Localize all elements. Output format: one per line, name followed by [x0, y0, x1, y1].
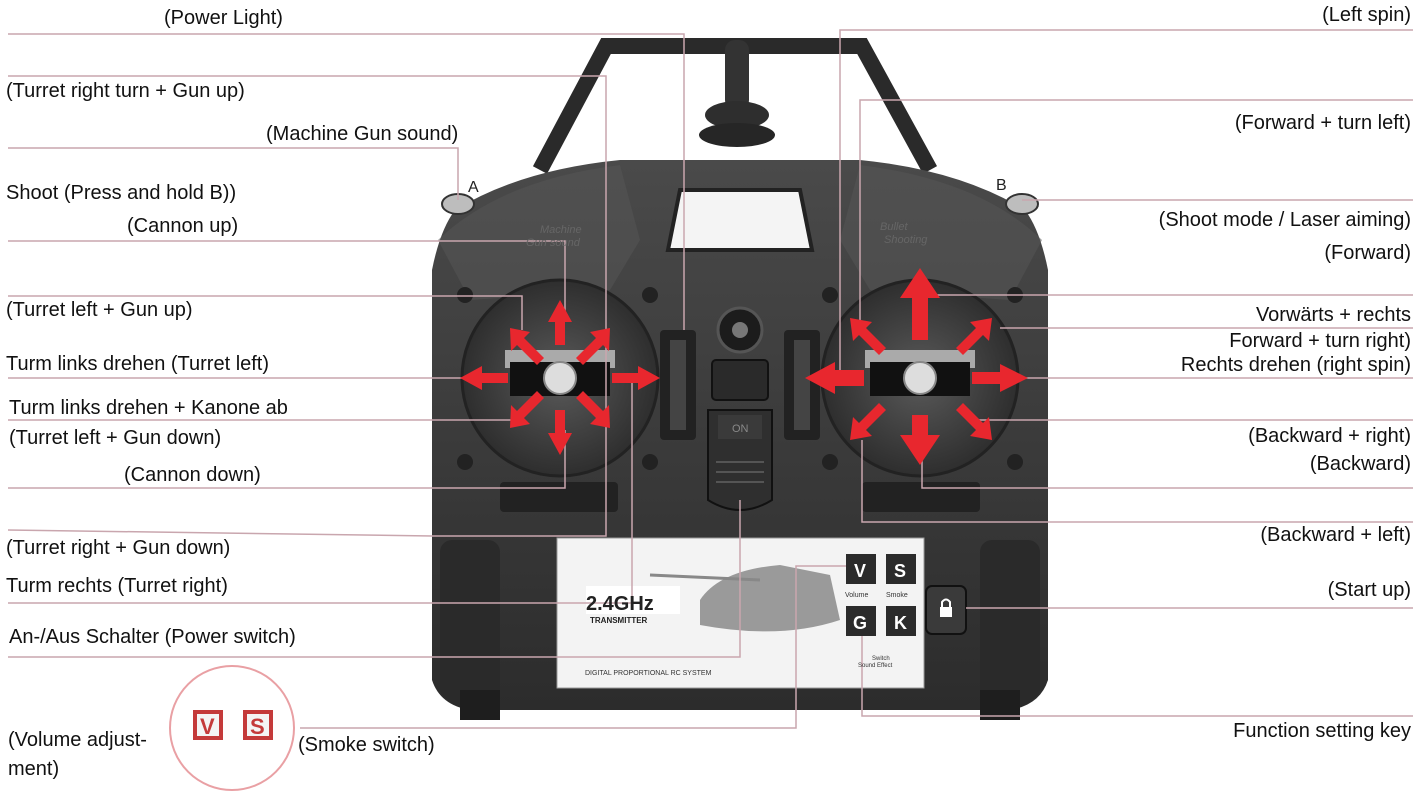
key-v[interactable] [846, 554, 876, 584]
arrow-left-up [548, 300, 572, 345]
label-shoot-mode: (Shoot mode / Laser aiming) [1158, 209, 1411, 231]
label-smoke-switch: (Smoke switch) [298, 734, 435, 756]
arrow-right-dr [956, 403, 992, 440]
arrow-right-down [900, 415, 940, 465]
label-turm-links-kanone: Turm links drehen + Kanone ab [9, 397, 288, 419]
smoke-caption: Smoke [886, 592, 908, 599]
label-volume-1: (Volume adjust- [8, 729, 147, 751]
inset-v-text: V [200, 714, 215, 739]
arrow-left-down [548, 410, 572, 455]
label-function-key: Function setting key [1233, 720, 1411, 742]
trim-right[interactable] [784, 330, 820, 440]
key-g[interactable] [846, 606, 876, 636]
label-vorwaerts-rechts: Vorwärts + rechts [1255, 304, 1411, 326]
power-switch[interactable] [707, 359, 773, 511]
bottom-trim-right[interactable] [862, 482, 980, 512]
machine-gun-text-1: Machine [540, 224, 582, 236]
left-direction-arrows [460, 300, 660, 455]
label-rechts-drehen: Rechts drehen (right spin) [1180, 354, 1411, 376]
bullet-text-2: Shooting [884, 234, 928, 246]
arrow-right-up [900, 268, 940, 340]
label-cannon-up: (Cannon up) [127, 215, 239, 237]
arrow-left-dr [576, 391, 610, 428]
label-backward-left: (Backward + left) [1260, 524, 1411, 546]
switch-caption-1: Switch [872, 656, 890, 662]
trim-left[interactable] [660, 330, 696, 440]
label-start-up: (Start up) [1327, 579, 1411, 601]
switch-caption-2: Sound Effect [858, 663, 893, 669]
right-direction-arrows [805, 268, 1028, 465]
label-turret-right-gun-up: (Turret right turn + Gun up) [6, 80, 245, 102]
leader-lines [7, 29, 1413, 729]
freq-text: 2.4GHz [586, 593, 654, 615]
arrow-left-ul [510, 328, 544, 365]
key-k-text: K [894, 613, 907, 633]
right-stick-dial[interactable] [820, 278, 1023, 478]
arrow-left-ur [576, 328, 610, 365]
label-turret-left-gun-down: (Turret left + Gun down) [9, 427, 222, 449]
label-a: A [468, 179, 479, 196]
bottom-trim-left[interactable] [500, 482, 618, 512]
start-up-key[interactable] [925, 585, 967, 635]
antenna [699, 40, 775, 147]
label-forward-turn-left: (Forward + turn left) [1234, 112, 1411, 134]
label-power-switch: An-/Aus Schalter (Power switch) [9, 626, 296, 648]
key-k[interactable] [886, 606, 916, 636]
vs-inset [169, 665, 295, 791]
label-forward-turn-right: Forward + turn right) [1229, 330, 1411, 352]
machine-gun-text-2: Gun sound [526, 237, 581, 249]
arrow-right-left [805, 362, 864, 394]
label-turret-right-gun-down: (Turret right + Gun down) [6, 537, 231, 559]
label-turret-left-gun-up: (Turret left + Gun up) [6, 299, 193, 321]
label-turm-links: Turm links drehen (Turret left) [6, 353, 270, 375]
on-label: ON [732, 423, 749, 435]
shoulder-button-b[interactable] [1005, 193, 1039, 215]
label-power-light: (Power Light) [164, 7, 283, 29]
arrow-right-ul [850, 318, 886, 355]
label-turm-rechts: Turm rechts (Turret right) [6, 575, 228, 597]
arrow-right-right [972, 364, 1028, 392]
arrow-right-dl [850, 403, 886, 440]
label-cannon-down: (Cannon down) [124, 464, 261, 486]
transmitter-text: TRANSMITTER [590, 616, 648, 625]
key-s-text: S [894, 561, 906, 581]
inset-s-text: S [250, 714, 265, 739]
key-v-text: V [854, 561, 866, 581]
label-shoot: Shoot (Press and hold B)) [6, 182, 237, 204]
label-backward: (Backward) [1309, 453, 1411, 475]
system-text: DIGITAL PROPORTIONAL RC SYSTEM [585, 670, 712, 677]
volume-caption: Volume [845, 592, 868, 599]
key-g-text: G [853, 613, 867, 633]
label-backward-right: (Backward + right) [1248, 425, 1411, 447]
label-forward: (Forward) [1324, 242, 1411, 264]
arrow-left-dl [510, 391, 544, 428]
label-b: B [996, 177, 1007, 194]
arrow-right-ur [956, 318, 992, 355]
key-s[interactable] [886, 554, 916, 584]
power-light [716, 306, 764, 354]
label-left-spin: (Left spin) [1322, 4, 1411, 26]
bullet-text-1: Bullet [880, 221, 908, 233]
label-volume-2: ment) [8, 758, 60, 780]
arrow-left-right [612, 366, 660, 390]
label-machine-gun-sound: (Machine Gun sound) [266, 123, 459, 145]
arrow-left-left [460, 366, 508, 390]
